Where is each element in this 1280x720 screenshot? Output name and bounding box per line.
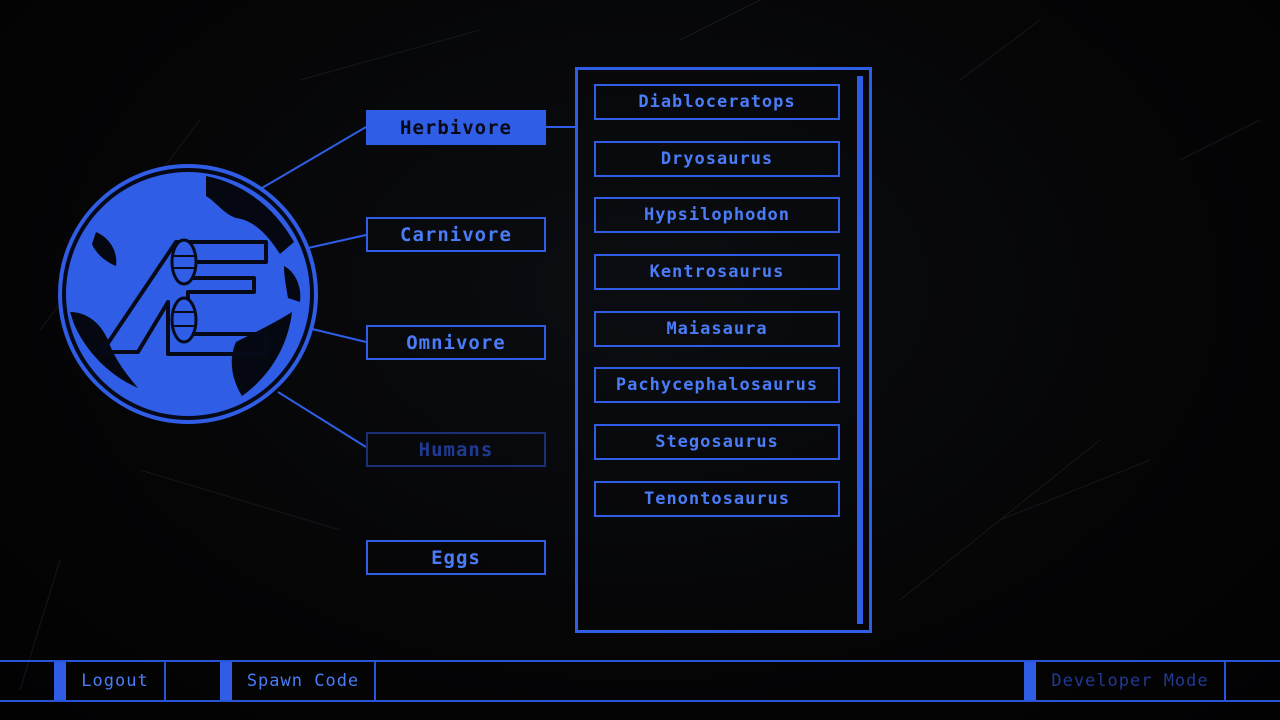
category-eggs-button[interactable]: Eggs <box>366 540 546 575</box>
logout-tab-marker <box>54 662 66 700</box>
species-item[interactable]: Dryosaurus <box>594 141 840 177</box>
category-humans-button[interactable]: Humans <box>366 432 546 467</box>
globe-logo-icon <box>58 164 318 424</box>
species-item[interactable]: Pachycephalosaurus <box>594 367 840 403</box>
spawn-code-tab-marker <box>220 662 232 700</box>
developer-mode-tab-marker <box>1024 662 1036 700</box>
species-list-panel <box>575 67 872 633</box>
category-omnivore-button[interactable]: Omnivore <box>366 325 546 360</box>
developer-mode-label: Developer Mode <box>1051 671 1209 691</box>
species-item[interactable]: Tenontosaurus <box>594 481 840 517</box>
species-item[interactable]: Stegosaurus <box>594 424 840 460</box>
logout-label: Logout <box>81 671 149 691</box>
species-item[interactable]: Hypsilophodon <box>594 197 840 233</box>
category-herbivore-button[interactable]: Herbivore <box>366 110 546 145</box>
logout-button[interactable]: Logout <box>54 660 166 702</box>
spawn-code-button[interactable]: Spawn Code <box>220 660 376 702</box>
developer-mode-button[interactable]: Developer Mode <box>1024 660 1226 702</box>
species-item[interactable]: Diabloceratops <box>594 84 840 120</box>
spawn-code-label: Spawn Code <box>246 671 360 691</box>
bottom-bar <box>0 660 1280 702</box>
species-list-scrollbar[interactable] <box>857 76 863 624</box>
category-carnivore-button[interactable]: Carnivore <box>366 217 546 252</box>
species-item[interactable]: Kentrosaurus <box>594 254 840 290</box>
species-item[interactable]: Maiasaura <box>594 311 840 347</box>
